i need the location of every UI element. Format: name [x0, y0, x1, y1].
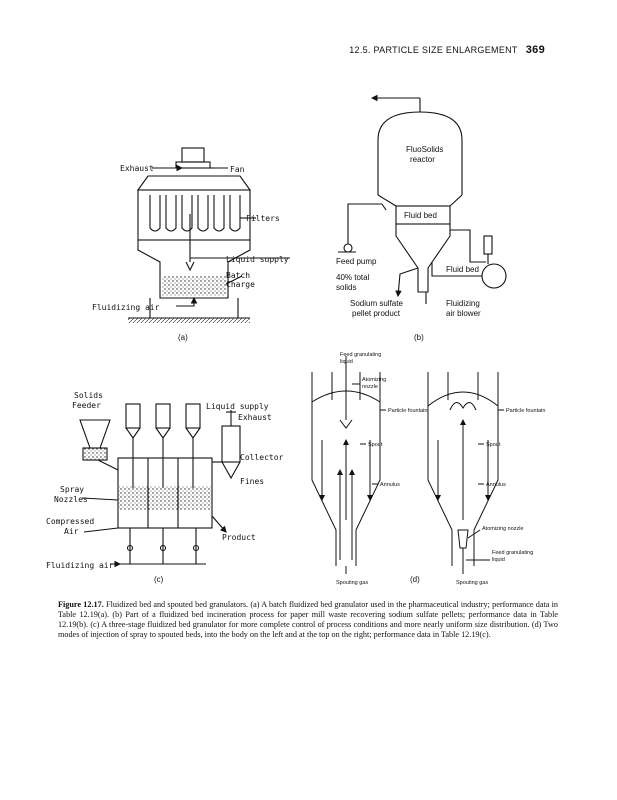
label-total-solids-2: solids — [336, 283, 356, 292]
label-atomizing-2: nozzle — [362, 384, 378, 390]
label-feed-right-1: Feed granulating — [492, 550, 533, 556]
label-particle-fountain-left: Particle fountain — [388, 408, 427, 414]
label-annulus-right: Annulus — [486, 482, 506, 488]
sublabel-a: (a) — [178, 333, 188, 342]
label-fluosolids: FluoSolids — [406, 145, 443, 154]
solids-feeder-hopper — [79, 419, 111, 449]
page-number: 369 — [525, 44, 545, 56]
label-exhaust-c: Exhaust — [238, 413, 272, 422]
label-charge: Charge — [226, 280, 255, 289]
caption-label: Figure 12.17. — [58, 600, 104, 609]
label-fluidizing-air: Fluidizing air — [92, 303, 160, 312]
label-fluidizing-air-c: Fluidizing air — [46, 561, 114, 570]
caption-text: Fluidized bed and spouted bed granulator… — [58, 600, 559, 639]
label-annulus-left: Annulus — [380, 482, 400, 488]
label-fluid-bed-side: Fluid bed — [446, 265, 479, 274]
batch-charge — [162, 276, 226, 296]
label-fines: Fines — [240, 477, 264, 486]
figure-caption: Figure 12.17. Fluidized bed and spouted … — [58, 600, 558, 640]
label-filters: Filters — [246, 214, 280, 223]
label-fan: Fan — [230, 165, 245, 174]
label-spray: Spray — [60, 485, 84, 494]
label-atomizing-1: Atomizing — [362, 377, 386, 383]
sublabel-b: (b) — [414, 333, 424, 342]
sublabel-d: (d) — [410, 575, 420, 584]
label-collector: Collector — [240, 453, 284, 462]
reactor-shell — [377, 111, 463, 195]
label-feed-right-2: liquid — [492, 557, 505, 563]
label-air-1: Fluidizing — [446, 299, 480, 308]
label-particle-fountain-right: Particle fountain — [506, 408, 545, 414]
label-spout-right: Spout — [486, 442, 501, 448]
label-product: Product — [222, 533, 256, 542]
label-spouting-gas-right: Spouting gas — [456, 580, 488, 586]
air-blower — [481, 263, 507, 289]
label-feed-granulating-2: liquid — [340, 359, 353, 365]
label-batch: Batch — [226, 271, 250, 280]
collector — [221, 425, 241, 463]
label-spouting-gas-left: Spouting gas — [336, 580, 368, 586]
label-liquid-supply-c: Liquid supply — [206, 402, 269, 411]
label-reactor: reactor — [410, 155, 435, 164]
three-stage-vessel — [117, 457, 213, 529]
label-exhaust: Exhaust — [120, 164, 154, 173]
running-header: 12.5. PARTICLE SIZE ENLARGEMENT 369 — [349, 44, 545, 56]
panel-b-diagram — [338, 94, 507, 304]
fan-housing — [181, 147, 205, 163]
running-title: 12.5. PARTICLE SIZE ENLARGEMENT — [349, 45, 518, 55]
liquid-tanks — [125, 403, 201, 439]
label-air-2: air blower — [446, 309, 481, 318]
label-compressed: Compressed — [46, 517, 94, 526]
label-spout-left: Spout — [368, 442, 383, 448]
label-fluid-bed-inner: Fluid bed — [404, 211, 437, 220]
panel-a-diagram — [128, 147, 290, 323]
label-solids: Solids — [74, 391, 103, 400]
label-liquid-supply: Liquid supply — [226, 255, 289, 264]
label-total-solids-1: 40% total — [336, 273, 370, 282]
label-sodium-2: pellet product — [352, 309, 401, 318]
label-feeder: Feeder — [72, 401, 101, 410]
label-feed-pump: Feed pump — [336, 257, 377, 266]
label-air: Air — [64, 527, 79, 536]
fluid-bed-box — [395, 205, 451, 225]
label-sodium-1: Sodium sulfate — [350, 299, 403, 308]
panel-c-diagram — [79, 403, 241, 568]
label-atomizing-nozzle-right: Atomizing nozzle — [482, 526, 524, 532]
sublabel-c: (c) — [154, 575, 164, 584]
label-feed-granulating-1: Feed granulating — [340, 352, 381, 358]
filter-bags — [149, 195, 241, 232]
label-nozzles: Nozzles — [54, 495, 88, 504]
panel-d-diagram — [311, 356, 504, 574]
